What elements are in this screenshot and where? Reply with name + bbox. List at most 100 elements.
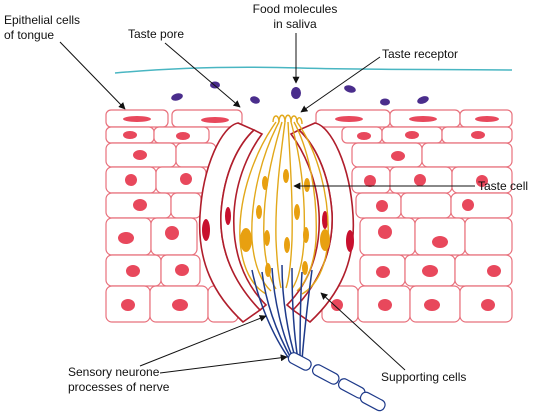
arrow-sensory-2 bbox=[159, 354, 288, 374]
nerve-fibre bbox=[301, 269, 313, 361]
saliva-surface-line bbox=[114, 66, 513, 74]
nucleus bbox=[172, 299, 188, 311]
nucleus bbox=[357, 132, 371, 140]
label-food-molecules: Food molecules bbox=[253, 2, 338, 16]
nucleus bbox=[462, 199, 474, 211]
supporting-cell-inner-left bbox=[220, 129, 268, 312]
nerve-fibre bbox=[299, 271, 303, 361]
epithelial-cell bbox=[170, 192, 202, 219]
taste-nucleus bbox=[320, 229, 330, 251]
taste-nucleus bbox=[240, 228, 252, 252]
nucleus bbox=[126, 265, 140, 277]
myelin-segment bbox=[287, 352, 312, 371]
nucleus bbox=[331, 299, 343, 311]
epithelial-cell bbox=[464, 217, 513, 256]
nucleus bbox=[481, 299, 495, 311]
nucleus bbox=[123, 131, 137, 139]
taste-nucleus bbox=[303, 227, 309, 243]
epithelial-cell bbox=[351, 142, 423, 168]
epithelial-cell bbox=[450, 192, 513, 219]
epithelial-nuclei-left bbox=[118, 116, 229, 311]
taste-receptor bbox=[272, 114, 303, 125]
nerve-fibre bbox=[291, 267, 299, 361]
myelinated-axon bbox=[287, 352, 386, 412]
myelin-segment bbox=[359, 391, 386, 412]
nucleus bbox=[125, 174, 137, 186]
receptor-tip bbox=[272, 115, 280, 123]
myelin-segment bbox=[311, 364, 340, 385]
labels: Epithelial cells of tongue Taste pore Fo… bbox=[4, 2, 528, 394]
nucleus bbox=[175, 264, 189, 276]
supporting-nucleus bbox=[322, 211, 328, 229]
nucleus bbox=[422, 265, 438, 277]
nucleus bbox=[409, 116, 437, 122]
sensory-nerve-processes bbox=[251, 264, 313, 361]
nerve-fibre bbox=[271, 267, 295, 361]
taste-cells bbox=[239, 121, 329, 295]
label-taste-pore: Taste pore bbox=[128, 27, 184, 41]
taste-nucleus bbox=[256, 205, 262, 219]
taste-cell bbox=[293, 121, 317, 292]
receptor-tip bbox=[278, 114, 286, 123]
nucleus bbox=[475, 116, 499, 122]
supporting-cell-nuclei bbox=[202, 207, 354, 252]
nucleus bbox=[376, 200, 388, 212]
nucleus bbox=[471, 131, 485, 139]
supporting-nucleus bbox=[346, 230, 354, 252]
food-molecule bbox=[291, 87, 301, 99]
label-epithelial-cells: Epithelial cells bbox=[4, 13, 80, 27]
nucleus bbox=[378, 299, 392, 311]
nucleus bbox=[364, 175, 376, 187]
label-supporting-cells: Supporting cells bbox=[381, 370, 466, 384]
food-molecule bbox=[344, 85, 356, 93]
label-sensory-neurone: Sensory neurone bbox=[68, 365, 160, 379]
label-food-molecules-2: in saliva bbox=[273, 17, 317, 31]
taste-cell bbox=[251, 121, 280, 292]
epithelial-nuclei-right bbox=[331, 116, 501, 311]
arrow-epithelial bbox=[59, 41, 126, 110]
nucleus bbox=[405, 131, 419, 139]
epithelial-cell bbox=[400, 192, 452, 219]
nucleus bbox=[414, 174, 426, 186]
nucleus bbox=[476, 175, 488, 187]
receptor-tip bbox=[296, 117, 303, 125]
food-molecules bbox=[171, 81, 429, 106]
food-molecule bbox=[417, 96, 429, 104]
nucleus bbox=[133, 150, 147, 160]
nucleus bbox=[176, 132, 190, 140]
arrow-taste-pore bbox=[164, 42, 241, 108]
taste-cell bbox=[285, 121, 293, 289]
nucleus bbox=[391, 151, 405, 161]
taste-nucleus bbox=[294, 204, 300, 220]
nucleus bbox=[378, 225, 392, 239]
taste-cell bbox=[263, 121, 283, 290]
taste-cell bbox=[239, 121, 277, 295]
label-epithelial-cells-2: of tongue bbox=[4, 28, 54, 42]
food-molecule bbox=[171, 93, 183, 101]
food-molecule bbox=[250, 96, 260, 104]
nucleus bbox=[180, 173, 192, 185]
taste-nucleus bbox=[284, 237, 290, 253]
taste-nucleus bbox=[283, 169, 289, 183]
supporting-nucleus bbox=[202, 219, 210, 241]
taste-nucleus bbox=[265, 263, 271, 277]
food-molecule bbox=[380, 98, 390, 106]
taste-nucleus bbox=[302, 261, 308, 275]
label-taste-cell: Taste cell bbox=[478, 179, 528, 193]
arrow-taste-receptor bbox=[300, 56, 381, 113]
taste-nucleus bbox=[304, 178, 310, 192]
arrow-supporting bbox=[320, 292, 406, 371]
taste-cell-nuclei bbox=[240, 169, 330, 277]
nucleus bbox=[133, 199, 147, 211]
nucleus bbox=[335, 116, 363, 122]
leader-arrows bbox=[59, 33, 475, 374]
nucleus bbox=[201, 117, 229, 123]
nucleus bbox=[376, 266, 390, 278]
receptor-tip bbox=[284, 114, 292, 123]
arrow-sensory-1 bbox=[139, 315, 267, 367]
taste-nucleus bbox=[264, 230, 270, 246]
label-sensory-neurone-2: processes of nerve bbox=[68, 380, 170, 394]
nucleus bbox=[123, 116, 151, 122]
taste-nucleus bbox=[262, 176, 268, 190]
